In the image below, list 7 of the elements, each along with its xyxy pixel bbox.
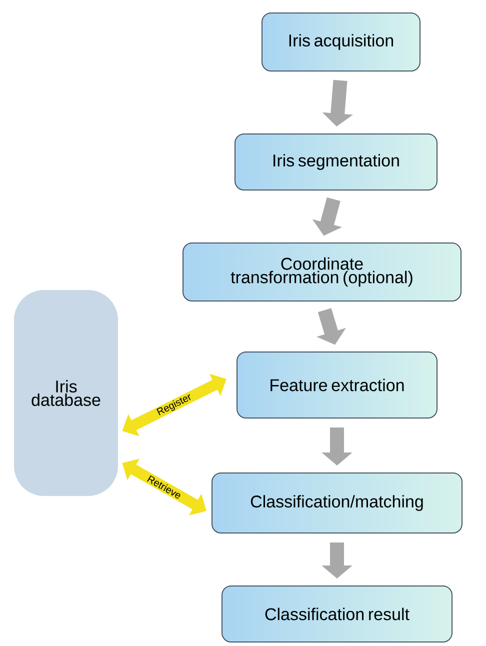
process-box: Classification/matching bbox=[212, 472, 462, 534]
process-box: Iris acquisition bbox=[262, 12, 420, 72]
process-box: Iris segmentation bbox=[234, 134, 438, 190]
process-box: Coordinate transformation (optional) bbox=[182, 242, 462, 302]
process-box: Classification result bbox=[222, 586, 452, 642]
process-box: Feature extraction bbox=[236, 352, 438, 418]
database-cylinder: Iris database bbox=[14, 290, 118, 496]
